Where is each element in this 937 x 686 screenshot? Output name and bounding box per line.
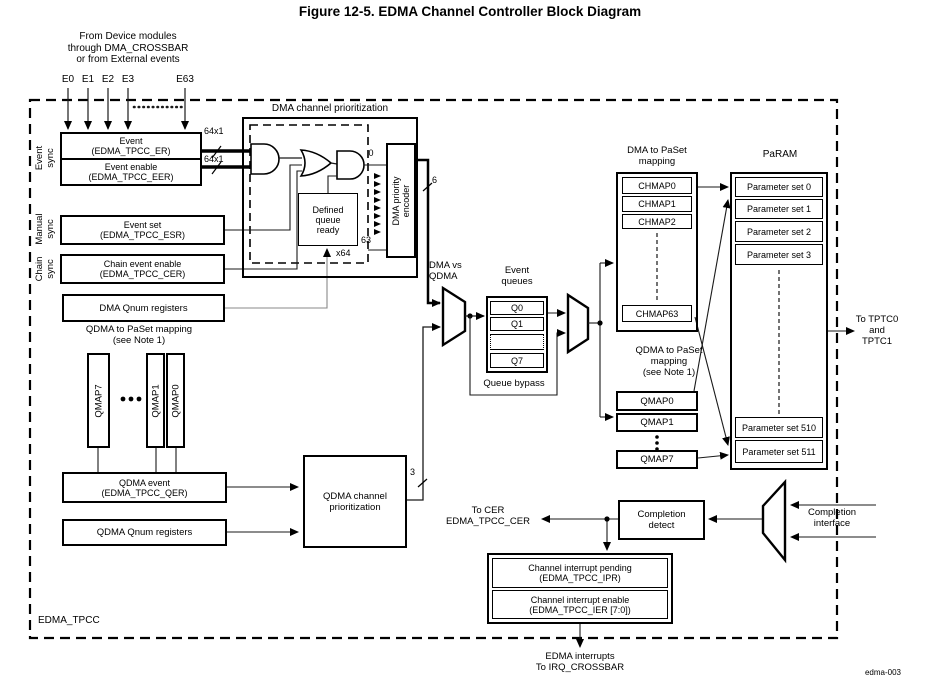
defined-queue-ready-box: Defined queue ready — [298, 193, 358, 246]
param-box — [730, 172, 828, 470]
queue-q7: Q7 — [490, 353, 544, 368]
qdma-qnum-registers: QDMA Qnum registers — [62, 519, 227, 546]
figure-code: edma-003 — [864, 668, 901, 677]
figure-title: Figure 12-5. EDMA Channel Controller Blo… — [298, 4, 642, 19]
edma-interrupts-label: EDMA interrupts To IRQ_CROSSBAR — [535, 651, 625, 673]
dma-qnum-registers: DMA Qnum registers — [62, 294, 225, 322]
event-set-register: Event set (EDMA_TPCC_ESR) — [60, 215, 225, 245]
channel-interrupt-enable-box: Channel interrupt enable (EDMA_TPCC_IER … — [492, 590, 668, 619]
queue-bypass-wire — [469, 316, 566, 396]
or-to-and-wire — [330, 162, 338, 165]
input-source-caption: From Device modules through DMA_CROSSBAR… — [67, 31, 189, 65]
qmap0-box: QMAP0 — [616, 391, 698, 411]
event-input-lines — [64, 88, 189, 130]
mapping-arrows — [693, 183, 855, 460]
encoder-output-bus — [416, 158, 441, 307]
event-label-e3: E3 — [121, 74, 135, 85]
param-set-3: Parameter set 3 — [735, 244, 823, 265]
bus-width-64x1-b: 64x1 — [204, 154, 224, 164]
event-label-e63: E63 — [176, 74, 194, 85]
event-label-e0: E0 — [61, 74, 75, 85]
bus-slash-3 — [417, 478, 428, 488]
to-cer-label: To CER EDMA_TPCC_CER — [446, 505, 530, 527]
channel-interrupt-pending-box: Channel interrupt pending (EDMA_TPCC_IPR… — [492, 558, 668, 588]
event-register-group: Event (EDMA_TPCC_ER) Event enable (EDMA_… — [60, 132, 202, 186]
queue-q0: Q0 — [490, 301, 544, 315]
dma-vs-qdma-label: DMA vs QDMA — [429, 260, 462, 282]
chmap-box — [616, 172, 698, 332]
event-label-e2: E2 — [101, 74, 115, 85]
event-queues-box — [486, 296, 548, 373]
event-register: Event (EDMA_TPCC_ER) — [62, 134, 200, 160]
encoder-input-0-label: 0 — [368, 148, 374, 158]
chmap0: CHMAP0 — [622, 177, 692, 194]
qmap-left-ellipsis-dots — [120, 396, 142, 402]
junction-dot-mapping — [597, 320, 603, 326]
junction-dot-cer — [604, 516, 610, 522]
edma-tpcc-label: EDMA_TPCC — [38, 615, 100, 626]
event-label-e1: E1 — [81, 74, 95, 85]
param-set-511: Parameter set 511 — [735, 440, 823, 463]
qdma-event-register: QDMA event (EDMA_TPCC_QER) — [62, 472, 227, 503]
to-tptc-label: To TPTC0 and TPTC1 — [855, 314, 899, 347]
qmap7-box: QMAP7 — [616, 450, 698, 469]
chain-sync-label: Chain sync — [34, 256, 56, 282]
interrupt-register-group — [487, 553, 673, 624]
qdma-output-bus — [407, 323, 441, 501]
qmap-right-ellipsis-dots — [655, 435, 659, 451]
queue-ellipsis-box — [490, 334, 544, 350]
qmap-to-qdma-event-wires — [97, 448, 177, 472]
param-set-2: Parameter set 2 — [735, 221, 823, 242]
prioritization-dashed-box — [249, 124, 369, 264]
dma-paset-mapping-title: DMA to PaSet mapping — [627, 145, 687, 167]
dma-channel-prioritization-box — [242, 117, 418, 278]
mux-completion — [761, 478, 787, 564]
dma-qnum-to-dqr-wire — [225, 248, 331, 309]
and-gate-queue — [336, 150, 365, 180]
bus-slash-6 — [422, 182, 433, 192]
qmap0-vertical-box: QMAP0 — [166, 353, 185, 448]
event-enable-register: Event enable (EDMA_TPCC_EER) — [88, 162, 174, 182]
completion-detect-box: Completion detect — [618, 500, 705, 540]
qdma-register-arrows — [227, 483, 299, 536]
dma-priority-encoder-box: DMA priority encoder — [386, 143, 416, 258]
param-set-1: Parameter set 1 — [735, 199, 823, 219]
encoder-input-63-label: 63 — [360, 235, 371, 245]
queue-output-junction — [588, 259, 614, 421]
x64-label: x64 — [336, 248, 351, 258]
chmap1: CHMAP1 — [622, 196, 692, 212]
qdma-channel-prioritization-box: QDMA channel prioritization — [303, 455, 407, 548]
bus-width-6-label: 6 — [432, 175, 438, 185]
param-set-510: Parameter set 510 — [735, 417, 823, 438]
event-queues-title: Event queues — [501, 265, 533, 287]
chain-event-enable-register: Chain event enable (EDMA_TPCC_CER) — [60, 254, 225, 284]
chmap63: CHMAP63 — [622, 305, 692, 322]
param-title: PaRAM — [762, 149, 798, 160]
dma-channel-prioritization-title: DMA channel prioritization — [271, 103, 389, 114]
queue-q1: Q1 — [490, 317, 544, 331]
bus-width-64x1-a: 64x1 — [204, 126, 224, 136]
qmap1-box: QMAP1 — [616, 413, 698, 432]
completion-interface-label: Completion interface — [807, 507, 857, 529]
qdma-paset-note-left: QDMA to PaSet mapping (see Note 1) — [85, 324, 193, 346]
bus-width-3-label: 3 — [409, 467, 415, 477]
or-gate-trigger — [299, 149, 333, 177]
mux-queue-output — [566, 292, 590, 355]
encoder-input-arrows — [374, 173, 381, 235]
param-set-0: Parameter set 0 — [735, 177, 823, 197]
and-gate-events — [250, 143, 280, 175]
qdma-paset-note-right: QDMA to PaSet mapping (see Note 1) — [635, 345, 703, 378]
trigger-routing-wires — [225, 164, 386, 270]
queue-bypass-label: Queue bypass — [483, 378, 545, 389]
mux-dma-vs-qdma — [441, 285, 467, 348]
qmap7-vertical-box: QMAP7 — [87, 353, 110, 448]
chmap2: CHMAP2 — [622, 214, 692, 229]
qmap1-vertical-box: QMAP1 — [146, 353, 165, 448]
event-sync-label: Event sync — [34, 145, 56, 171]
edma-tpcc-boundary — [28, 98, 839, 640]
